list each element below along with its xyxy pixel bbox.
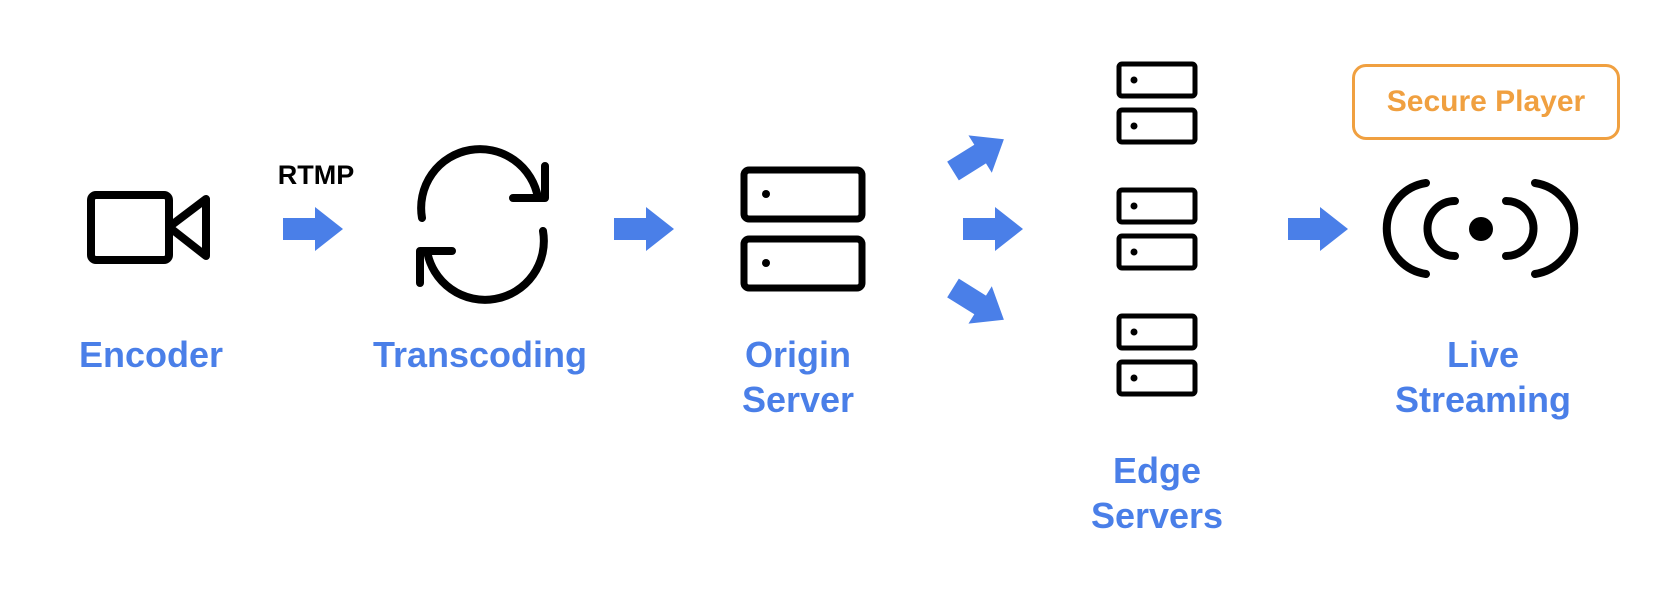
origin-server-label: Origin Server bbox=[742, 332, 854, 422]
protocol-label: RTMP bbox=[277, 160, 355, 190]
edge-servers-label: Edge Servers bbox=[1091, 448, 1223, 538]
edge-label-line-1: Edge bbox=[1112, 450, 1201, 491]
edge-server-group-middle bbox=[1119, 190, 1195, 268]
live-label-line-1: Live bbox=[1446, 334, 1520, 375]
sync-icon bbox=[416, 145, 549, 304]
arrow-edge-to-live bbox=[1288, 207, 1348, 251]
secure-player-badge: Secure Player bbox=[1352, 64, 1620, 140]
arrow-origin-to-edge-top bbox=[941, 120, 1016, 190]
transcoding-label-line-1: Transcoding bbox=[372, 334, 588, 375]
live-streaming-label: Live Streaming bbox=[1395, 332, 1571, 422]
live-label-line-2: Streaming bbox=[1394, 379, 1572, 420]
edge-server-group-top bbox=[1119, 64, 1195, 142]
edge-server-group-bottom bbox=[1119, 316, 1195, 394]
encoder-label: Encoder bbox=[79, 332, 223, 377]
origin-label-line-1: Origin bbox=[744, 334, 851, 375]
secure-player-label: Secure Player bbox=[1386, 85, 1586, 118]
arrow-encoder-to-transcoding bbox=[283, 207, 343, 251]
edge-label-line-2: Servers bbox=[1090, 495, 1224, 536]
arrow-transcoding-to-origin bbox=[614, 207, 674, 251]
server-icon bbox=[740, 166, 866, 292]
arrow-origin-to-edge-middle bbox=[963, 207, 1023, 251]
arrow-origin-to-edge-bottom bbox=[941, 269, 1016, 339]
encoder-label-line-1: Encoder bbox=[78, 334, 224, 375]
broadcast-icon bbox=[1382, 179, 1579, 278]
transcoding-label: Transcoding bbox=[373, 332, 587, 377]
origin-label-line-2: Server bbox=[741, 379, 855, 420]
video-camera-icon bbox=[87, 191, 210, 264]
broadcast-center-dot bbox=[1469, 217, 1493, 241]
